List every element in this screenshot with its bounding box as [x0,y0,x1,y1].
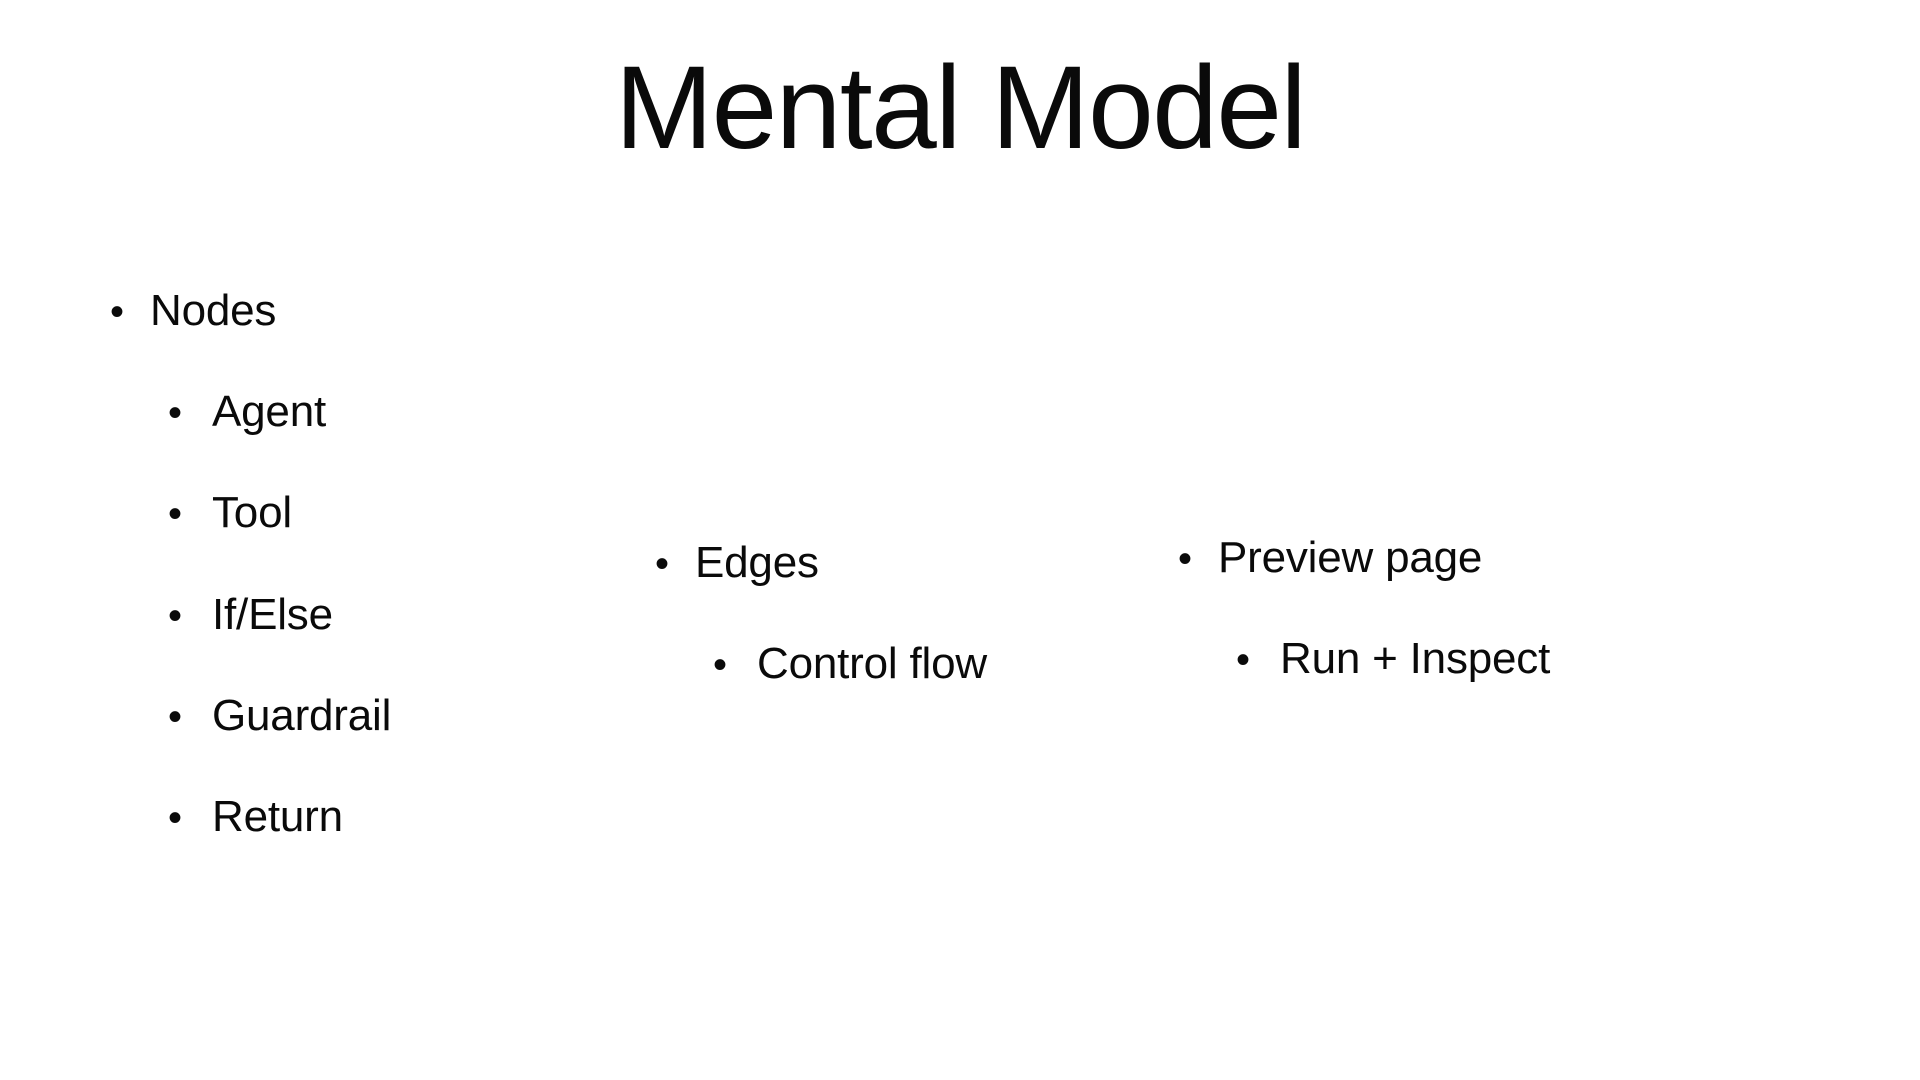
bullet-label: Run + Inspect [1280,634,1551,684]
bullet-column-edges: • Edges • Control flow [655,538,987,689]
bullet-label: Nodes [150,286,277,335]
bullet-label: Tool [212,488,292,538]
list-item: • Preview page [1178,533,1550,582]
bullet-dot-icon: • [168,593,183,638]
page-title: Mental Model [614,42,1307,174]
list-item: • Nodes [110,286,391,335]
bullet-label: Return [212,791,343,841]
list-item: • Agent [168,387,391,437]
list-item: • Tool [168,490,391,536]
bullet-label: Agent [212,387,326,437]
bullet-dot-icon: • [110,290,125,334]
bullet-column-nodes: • Nodes • Agent • Tool • If/Else • Guard… [110,286,392,841]
bullet-label: Guardrail [212,690,392,740]
list-item: • If/Else [168,589,391,639]
bullet-dot-icon: • [1178,537,1193,581]
bullet-label: If/Else [212,589,333,639]
bullet-label: Preview page [1218,533,1483,582]
bullet-dot-icon: • [168,795,183,840]
bullet-dot-icon: • [168,694,183,739]
bullet-dot-icon: • [1236,638,1251,683]
list-item: • Return [168,791,391,841]
list-item: • Edges [655,538,987,587]
bullet-dot-icon: • [168,492,183,537]
bullet-dot-icon: • [655,542,670,586]
list-item: • Guardrail [168,690,392,740]
list-item: • Control flow [713,639,987,689]
bullet-label: Edges [695,538,819,587]
bullet-label: Control flow [757,639,987,689]
bullet-column-preview: • Preview page • Run + Inspect [1178,533,1551,684]
list-item: • Run + Inspect [1236,634,1551,684]
bullet-dot-icon: • [713,643,728,688]
bullet-dot-icon: • [168,391,183,436]
